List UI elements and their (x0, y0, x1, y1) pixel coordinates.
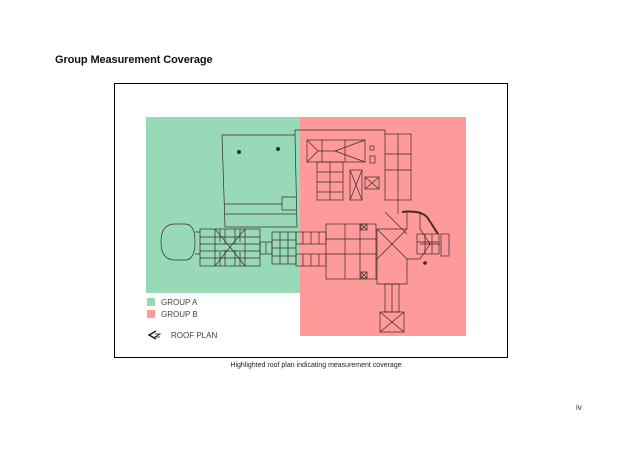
legend-item-group-b: GROUP B (147, 308, 217, 320)
north-indicator: ROOF PLAN (147, 330, 217, 340)
legend-label: GROUP A (161, 297, 198, 307)
figure-caption: Highlighted roof plan indicating measure… (0, 362, 638, 369)
roof-plan-label: ROOF PLAN (171, 330, 218, 340)
figure-frame: GROUP A GROUP B ROOF PLAN (114, 83, 508, 358)
page-number: iv (576, 403, 582, 412)
legend: GROUP A GROUP B ROOF PLAN (147, 296, 217, 340)
legend-label: GROUP B (161, 309, 198, 319)
caption-text: Highlighted roof plan indicating measure… (230, 362, 402, 369)
page-heading: Group Measurement Coverage (55, 54, 213, 66)
legend-item-group-a: GROUP A (147, 296, 217, 308)
roof-plan-drawing (160, 129, 450, 333)
group-b-zone (300, 117, 466, 336)
north-arrow-icon (147, 330, 162, 340)
group-a-swatch (147, 298, 155, 306)
group-b-swatch (147, 310, 155, 318)
